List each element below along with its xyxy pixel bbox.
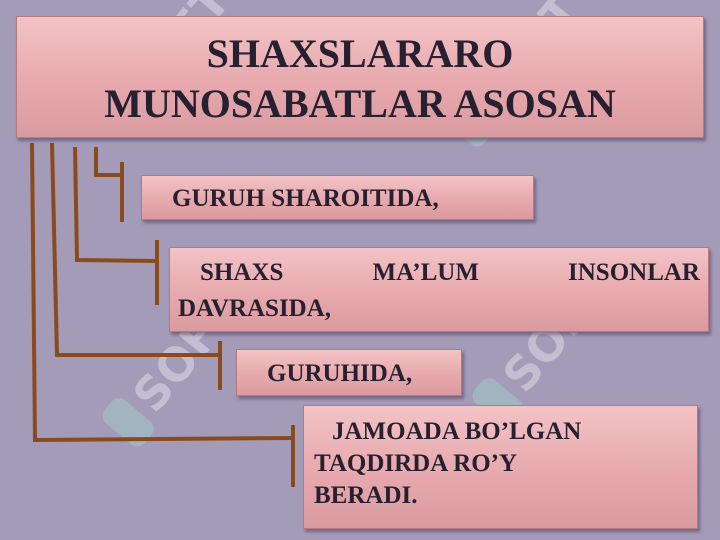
item-2-word-3: INSONLAR [568, 259, 700, 286]
item-box-shaxs-malum-insonlar: SHAXS MA’LUM INSONLAR DAVRASIDA, [169, 247, 709, 332]
connector-item-1 [94, 147, 122, 177]
connector-item-3 [50, 142, 220, 357]
item-2-word-2: MA’LUM [372, 259, 479, 286]
connector-item-2 [73, 146, 158, 263]
connector-item-4 [30, 142, 294, 443]
title-line-2: MUNOSABATLAR ASOSAN [104, 81, 616, 126]
item-2-word-1: SHAXS [200, 259, 284, 286]
item-3-text: GURUHIDA, [267, 360, 413, 387]
item-1-text: GURUH SHAROITIDA, [172, 185, 439, 212]
item-2-line-2: DAVRASIDA, [178, 295, 332, 322]
item-2-line-1: SHAXS MA’LUM INSONLAR [178, 255, 700, 291]
item-box-guruh-sharoitida: GURUH SHAROITIDA, [141, 175, 534, 220]
title-line-1: SHAXSLARARO [206, 31, 514, 76]
item-4-line-2: TAQDIRDA RO’Y [314, 450, 518, 477]
item-box-guruhida: GURUHIDA, [236, 349, 462, 396]
item-4-line-1: JAMOADA BO’LGAN [332, 418, 582, 445]
item-box-jamoada: JAMOADA BO’LGAN TAQDIRDA RO’Y BERADI. [303, 405, 698, 529]
item-4-line-3: BERADI. [314, 482, 418, 509]
title-box: SHAXSLARARO MUNOSABATLAR ASOSAN [16, 16, 704, 138]
